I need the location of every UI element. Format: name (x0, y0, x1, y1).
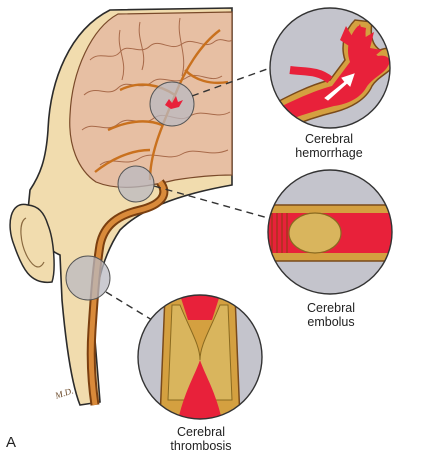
thrombosis-blood-top (180, 295, 220, 320)
label-hemorrhage: Cerebral hemorrhage (264, 132, 394, 160)
label-thrombosis: Cerebral thrombosis (136, 425, 266, 453)
leader-embolus (153, 185, 269, 219)
brain-gyri (81, 17, 233, 166)
locator-embolus (117, 165, 155, 203)
embolus-vessel-stripes (271, 213, 288, 253)
hemorrhage-blood (270, 24, 390, 128)
label-thrombosis-line2: thrombosis (170, 439, 232, 453)
embolus-lens-border (267, 169, 393, 295)
bleed-arrow-icon (324, 73, 355, 101)
hemorrhage-lens-border (269, 7, 391, 129)
leader-lines (105, 67, 271, 321)
ear-inner (20, 217, 45, 268)
label-embolus-line2: embolus (307, 315, 355, 329)
thrombosis-lens-border (137, 294, 263, 420)
leader-thrombosis (105, 291, 153, 321)
carotid-artery-lumen (88, 180, 167, 406)
panel-letter: A (6, 434, 17, 451)
label-hemorrhage-line1: Cerebral (305, 132, 353, 146)
locator-hemorrhage-bleed (165, 96, 183, 109)
thrombosis-blood-bottom (178, 360, 222, 419)
thrombosis-plaque (167, 304, 233, 401)
locator-thrombosis (65, 255, 111, 301)
magnified-thrombosis (137, 294, 263, 420)
leader-hemorrhage (191, 67, 271, 97)
hemorrhage-branch (289, 66, 333, 84)
label-thrombosis-line1: Cerebral (177, 425, 225, 439)
embolus-clot (288, 212, 342, 254)
magnified-hemorrhage (269, 7, 391, 129)
magnified-embolus (267, 169, 393, 295)
label-embolus: Cerebral embolus (266, 301, 396, 329)
label-hemorrhage-line2: hemorrhage (295, 146, 363, 160)
label-embolus-line1: Cerebral (307, 301, 355, 315)
